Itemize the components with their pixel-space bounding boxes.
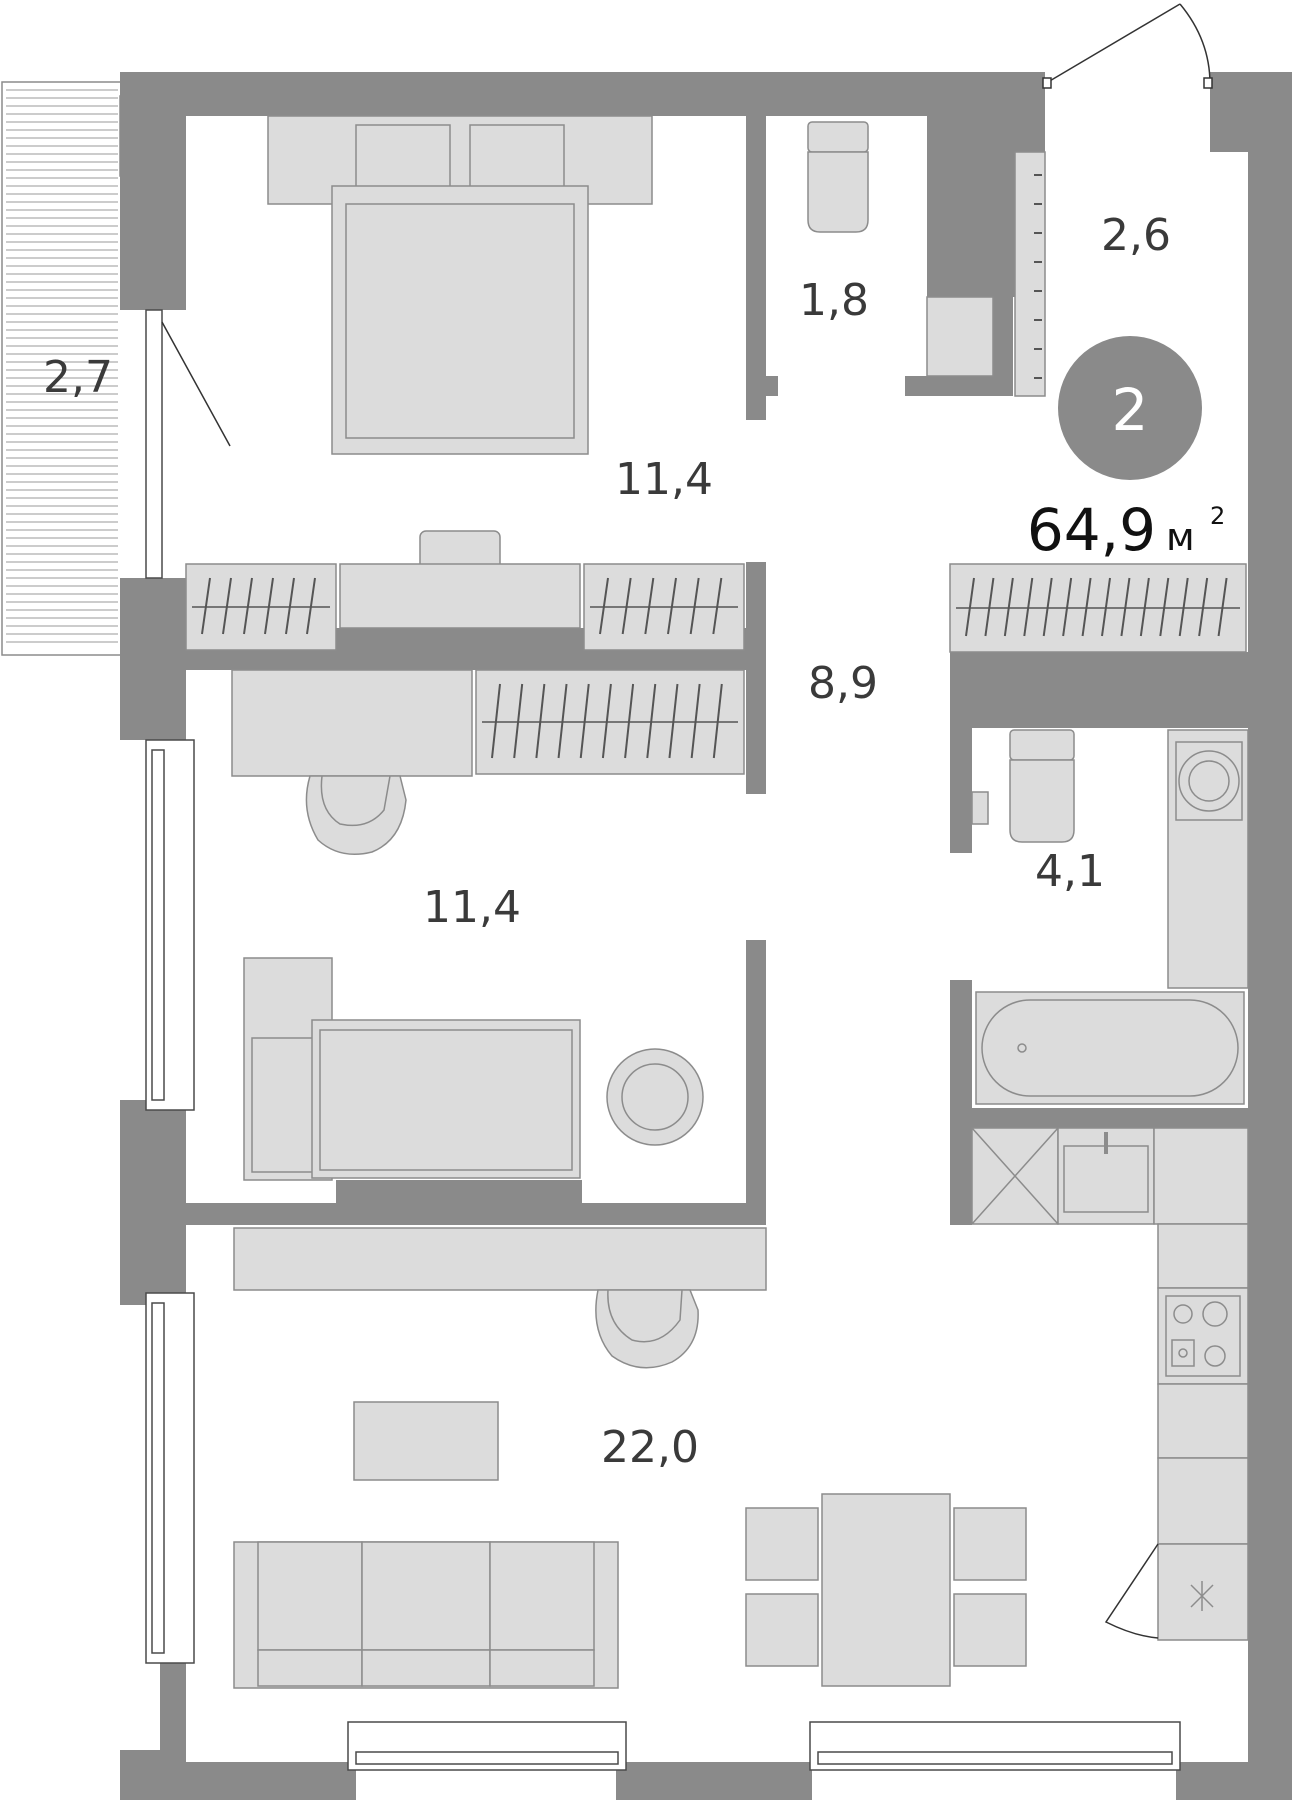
hanger xyxy=(285,577,295,635)
sofa xyxy=(233,1541,619,1689)
hanger xyxy=(965,577,975,637)
hanger xyxy=(1120,577,1131,637)
second-room-desk xyxy=(231,669,473,855)
coffee-table xyxy=(353,1401,499,1481)
hanger xyxy=(491,683,501,759)
hanger xyxy=(1139,577,1150,637)
hanger xyxy=(201,577,211,635)
hanger xyxy=(689,577,700,635)
room-area-bathroom: 4,1 xyxy=(1035,846,1105,897)
room-area-living-kitchen: 22,0 xyxy=(601,1422,699,1473)
room-area-corridor: 8,9 xyxy=(808,658,878,709)
round-table xyxy=(606,1048,704,1146)
single-bed xyxy=(243,957,581,1181)
hanger xyxy=(1159,577,1170,637)
second-room-wardrobe xyxy=(475,669,745,775)
bathroom-toilet xyxy=(971,729,1075,843)
total-area-unit-power: 2 xyxy=(1210,502,1225,530)
hanger xyxy=(1101,577,1111,637)
windows xyxy=(145,309,1181,1771)
bedroom-wardrobe-left xyxy=(185,563,337,651)
bathtub xyxy=(975,991,1245,1105)
hanger xyxy=(1178,577,1189,637)
hanger xyxy=(222,577,232,635)
hanger xyxy=(1023,577,1034,637)
entry-door xyxy=(1042,3,1213,89)
room-area-bedroom: 11,4 xyxy=(615,454,713,505)
total-area: 64,9 м 2 xyxy=(1027,496,1225,564)
kitchen-units xyxy=(1104,1223,1249,1641)
shower-and-sink xyxy=(971,1127,1249,1225)
hanger xyxy=(621,577,632,635)
hanger xyxy=(579,683,590,759)
bed-double xyxy=(267,115,653,455)
hanger xyxy=(644,577,655,635)
hanger xyxy=(712,577,723,635)
hanger xyxy=(1042,577,1053,637)
total-area-unit: м xyxy=(1166,515,1195,559)
hanger xyxy=(557,683,568,759)
hanger xyxy=(668,683,679,759)
hanger xyxy=(535,683,546,759)
hanger xyxy=(1198,577,1209,637)
living-desk xyxy=(233,1227,767,1369)
hanger xyxy=(513,683,524,759)
washing-machine xyxy=(1167,729,1249,989)
bedroom-desk xyxy=(339,530,581,629)
hanger xyxy=(646,683,657,759)
walls xyxy=(120,72,1292,1800)
balcony-door-swing xyxy=(161,321,231,447)
hanger xyxy=(1062,577,1073,637)
hanger xyxy=(264,577,274,635)
room-area-balcony: 2,7 xyxy=(43,352,113,403)
toilet-icon xyxy=(807,121,869,233)
hanger xyxy=(667,577,677,635)
room-labels: 2,7 11,4 1,8 2,6 8,9 11,4 4,1 22,0 xyxy=(43,210,1171,1473)
hanger xyxy=(1217,577,1228,637)
hanger xyxy=(243,577,253,635)
room-area-wc: 1,8 xyxy=(799,275,869,326)
bedroom-wardrobe-right xyxy=(583,563,745,651)
room-area-hall-entry: 2,6 xyxy=(1101,210,1171,261)
total-area-value: 64,9 xyxy=(1027,496,1156,564)
rooms-count-badge: 2 xyxy=(1058,336,1202,480)
hanger xyxy=(306,577,316,635)
hanger xyxy=(712,683,723,759)
hanger xyxy=(984,577,995,637)
rooms-count: 2 xyxy=(1112,376,1149,444)
room-area-second-room: 11,4 xyxy=(423,882,521,933)
dining-table xyxy=(745,1493,1027,1687)
hanger xyxy=(690,683,701,759)
hanger xyxy=(601,683,612,759)
hall-wardrobe xyxy=(926,151,1046,397)
corridor-wardrobe xyxy=(949,563,1247,653)
hanger xyxy=(1003,577,1014,637)
hanger xyxy=(624,683,635,759)
hanger xyxy=(599,577,609,635)
hanger xyxy=(1081,577,1092,637)
